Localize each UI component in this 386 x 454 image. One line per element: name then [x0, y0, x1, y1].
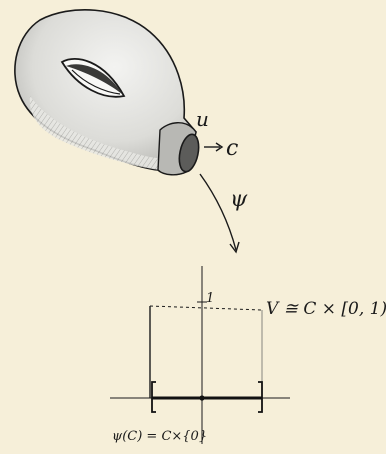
- arrow-to-c: [204, 142, 224, 152]
- psi-arrow: [199, 173, 240, 254]
- surface-drawing: [14, 9, 200, 176]
- label-psi: ψ: [230, 187, 248, 212]
- boundary-circle-c: [178, 133, 200, 173]
- hole-inner-curve: [71, 69, 121, 95]
- right-bracket: [258, 381, 263, 413]
- label-u: u: [196, 107, 209, 131]
- label-c: c: [226, 136, 238, 161]
- left-bracket: [151, 381, 156, 413]
- origin-dot: [199, 395, 205, 401]
- label-v-equiv: V ≅ C × [0, 1): [266, 299, 386, 319]
- hole-shadow: [66, 64, 122, 94]
- label-one: 1: [206, 291, 214, 306]
- region-top-dashed: [149, 305, 263, 311]
- coordinate-diagram: [110, 266, 290, 444]
- label-psi-c: ψ(C) = C×{0}: [112, 429, 207, 444]
